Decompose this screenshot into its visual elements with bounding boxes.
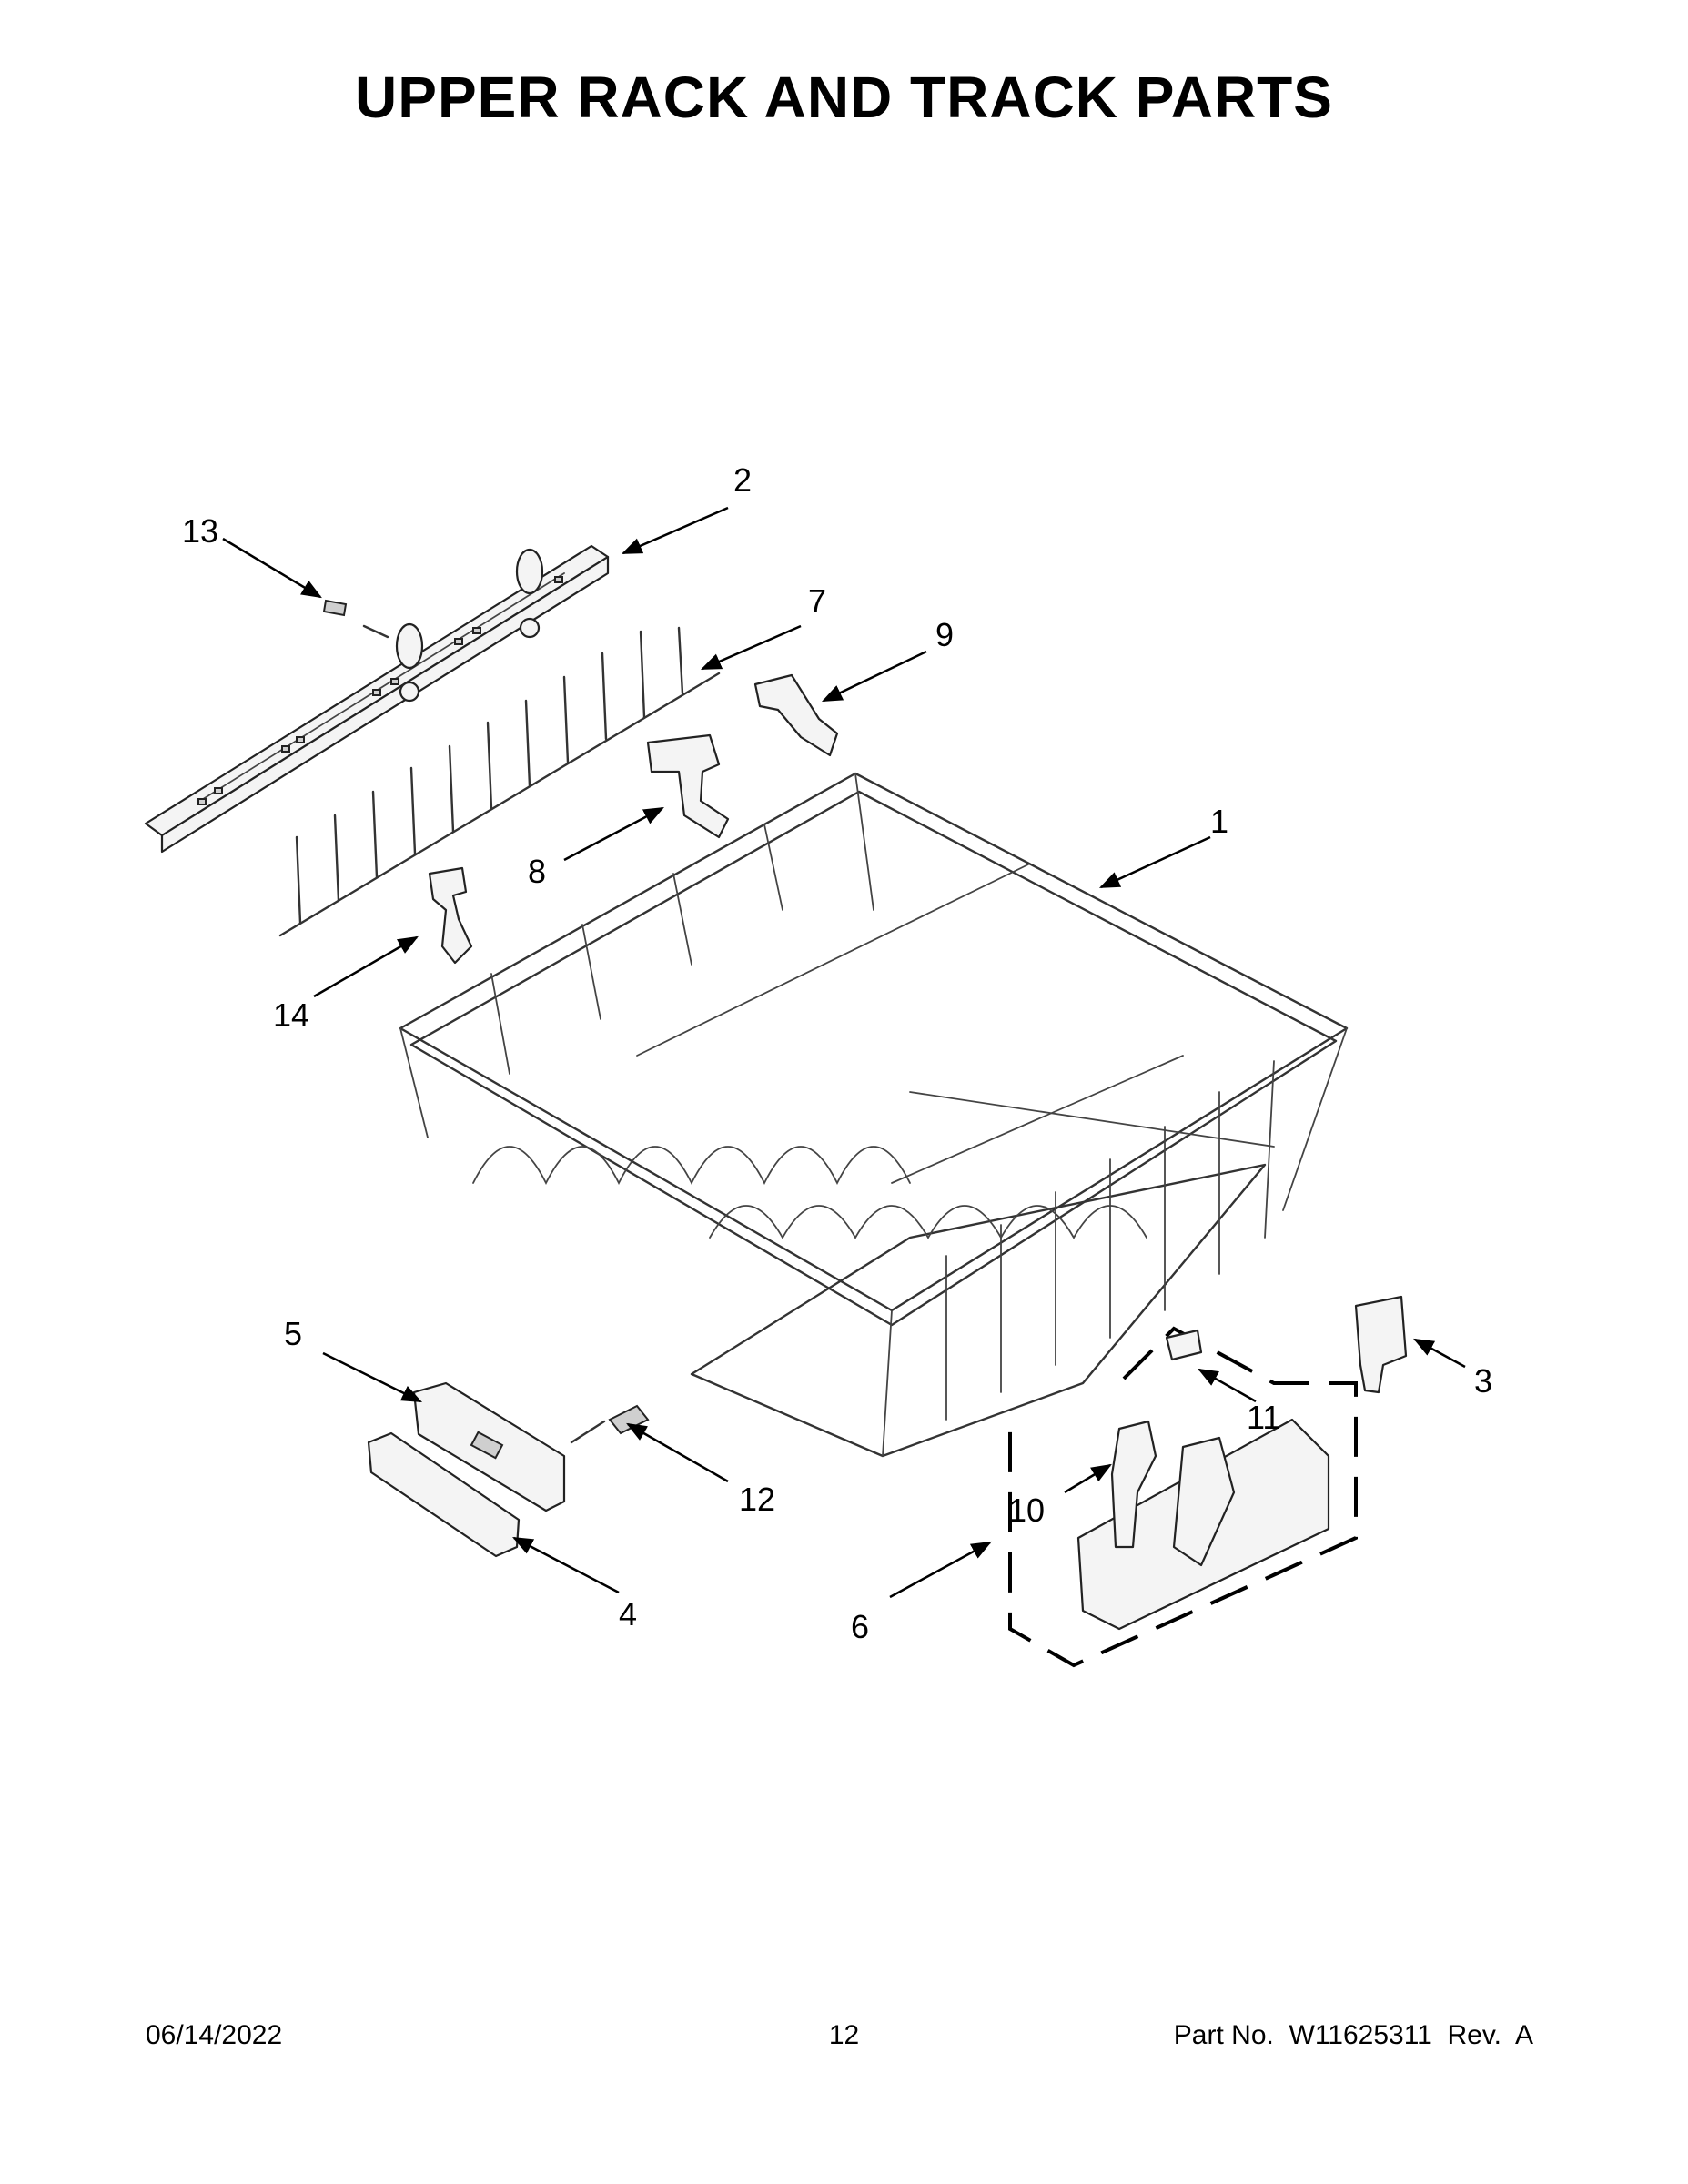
clip-part-9 xyxy=(753,673,839,757)
leader-lines xyxy=(222,506,1466,1599)
callout-9: 9 xyxy=(935,616,954,653)
callout-11: 11 xyxy=(1247,1399,1280,1436)
handle-base-part-5 xyxy=(412,1381,566,1512)
page-title: UPPER RACK AND TRACK PARTS xyxy=(355,65,1333,130)
assembly-box-part-6 xyxy=(1008,1326,1358,1668)
clip-part-3 xyxy=(1354,1295,1408,1394)
callout-3: 3 xyxy=(1474,1362,1492,1400)
footer-date: 06/14/2022 xyxy=(146,2020,283,2050)
callout-7: 7 xyxy=(808,582,826,620)
adjuster-part-14 xyxy=(428,866,473,965)
callout-6: 6 xyxy=(851,1608,869,1645)
screw-part-12 xyxy=(570,1404,650,1444)
bracket-part-8 xyxy=(646,733,730,839)
callout-1: 1 xyxy=(1210,803,1228,840)
footer-page-number: 12 xyxy=(828,2020,860,2050)
callout-4: 4 xyxy=(619,1595,637,1633)
callout-labels: 1 2 3 4 5 6 7 8 9 10 11 12 13 14 xyxy=(182,461,1492,1645)
tine-row-part xyxy=(278,626,721,937)
callout-10: 10 xyxy=(1008,1491,1045,1529)
callout-8: 8 xyxy=(528,853,546,890)
screw-part-13 xyxy=(322,599,389,639)
callout-2: 2 xyxy=(733,461,752,499)
callout-14: 14 xyxy=(273,996,309,1034)
footer-part-number: Part No. W11625311 Rev. A xyxy=(1173,2020,1533,2050)
track-rail-part xyxy=(144,544,610,854)
callout-5: 5 xyxy=(284,1315,302,1352)
upper-rack-part xyxy=(399,772,1349,1458)
callout-13: 13 xyxy=(182,512,218,550)
callout-12: 12 xyxy=(739,1481,775,1518)
